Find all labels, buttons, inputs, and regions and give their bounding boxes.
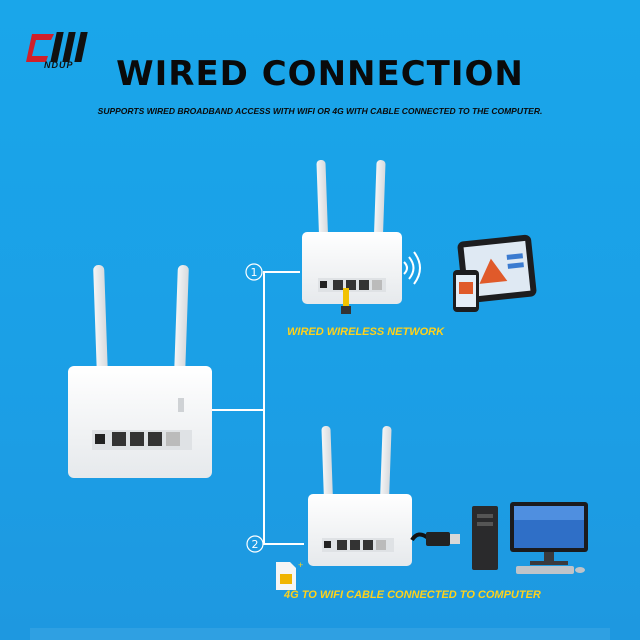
router-bottom <box>308 425 412 566</box>
main-router <box>68 264 212 478</box>
step-2-marker-ring <box>246 535 264 553</box>
step-1-marker: 1 <box>251 266 258 279</box>
brand-logo <box>26 32 88 62</box>
computer-icon <box>472 502 588 574</box>
ethernet-cable-icon <box>410 532 460 546</box>
page-subtitle: SUPPORTS WIRED BROADBAND ACCESS WITH WIF… <box>97 106 543 116</box>
connection-lines <box>212 271 304 545</box>
step-2-label: 4G TO WIFI CABLE CONNECTED TO COMPUTER <box>284 589 541 601</box>
sim-card-icon: + <box>276 560 303 590</box>
svg-text:+: + <box>298 560 303 570</box>
step-1-marker-ring <box>245 263 263 281</box>
page-title: WIRED CONNECTION <box>116 54 524 94</box>
tablet-phone-icon <box>453 234 537 312</box>
wifi-signal-icon <box>403 251 421 285</box>
brand-logo-text: NDUP <box>44 60 74 70</box>
step-1-label: WIRED WIRELESS NETWORK <box>287 326 445 338</box>
bottom-bar <box>30 628 610 640</box>
step-2-marker: 2 <box>252 538 259 551</box>
router-top <box>302 159 402 314</box>
